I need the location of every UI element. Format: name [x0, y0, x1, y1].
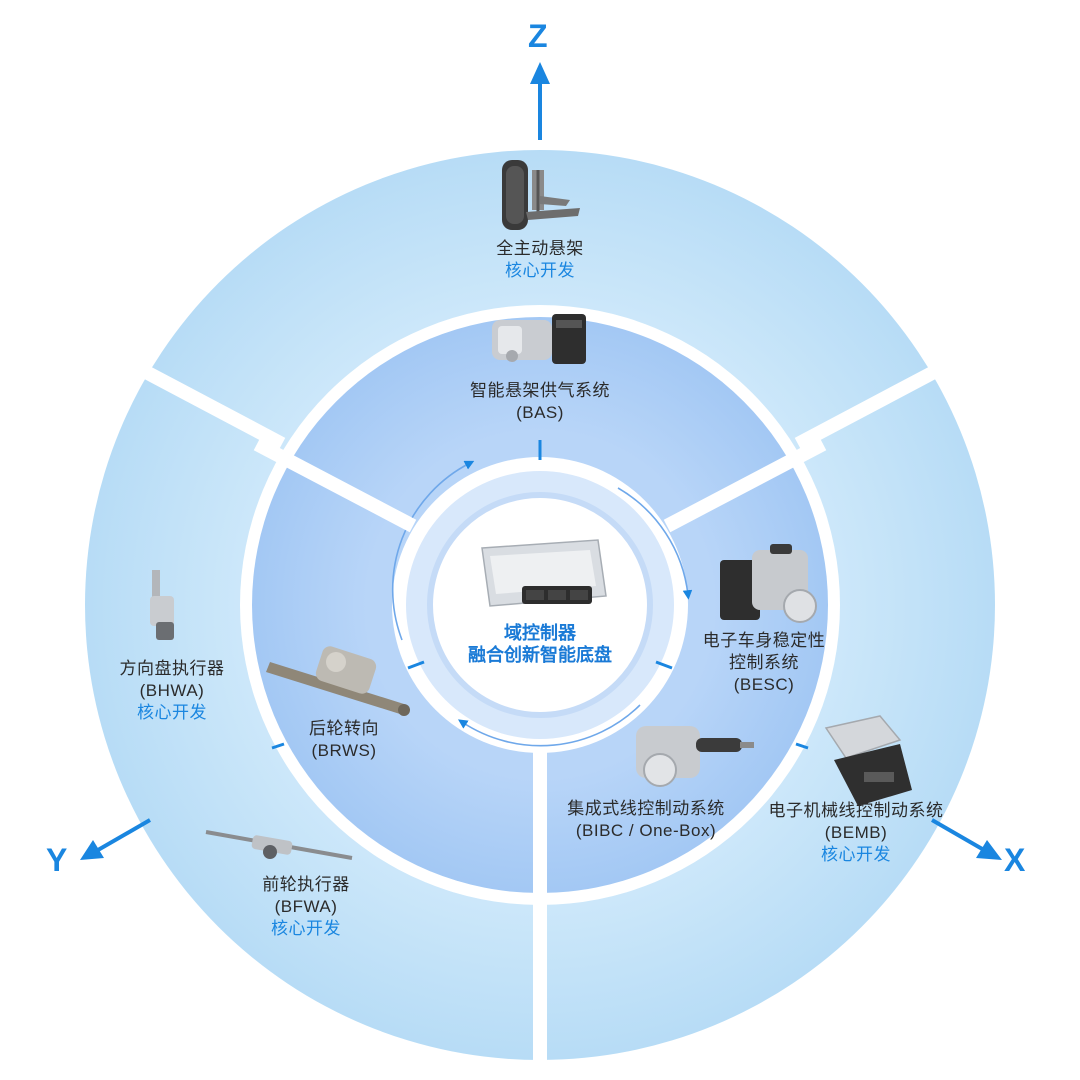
- bhwa-name: 方向盘执行器: [119, 659, 225, 678]
- center-disc: [427, 492, 653, 718]
- bemb-label: 电子机械线控制动系统 (BEMB) 核心开发: [769, 800, 944, 866]
- x-axis-arrow: [976, 840, 1002, 860]
- bibc-label: 集成式线控制动系统 (BIBC / One-Box): [567, 798, 725, 842]
- active-suspension-tag: 核心开发: [505, 261, 575, 280]
- rear-steering-actuator-icon: [266, 646, 410, 716]
- z-axis-label: Z: [528, 18, 548, 54]
- bibc-code: (BIBC / One-Box): [575, 821, 717, 840]
- center-title: 域控制器: [504, 623, 576, 643]
- besc-name-line1: 电子车身稳定性: [702, 631, 826, 650]
- steering-rack-icon: [205, 830, 353, 860]
- domain-controller-label: 域控制器 融合创新智能底盘: [468, 622, 612, 666]
- bfwa-code: (BFWA): [274, 897, 338, 916]
- bas-name: 智能悬架供气系统: [470, 381, 610, 400]
- bibc-name: 集成式线控制动系统: [567, 799, 725, 818]
- cycle-arrow-left: [391, 460, 475, 641]
- cycle-arrow-right: [617, 487, 693, 600]
- x-axis-label: X: [1004, 842, 1026, 878]
- air-supply-unit-icon: [492, 314, 586, 364]
- y-axis-line: [97, 818, 151, 852]
- brws-name: 后轮转向: [309, 719, 379, 738]
- bemb-tag: 核心开发: [821, 845, 891, 864]
- z-axis-arrow: [530, 62, 550, 84]
- bemb-code: (BEMB): [824, 823, 888, 842]
- besc-code: (BESC): [733, 675, 795, 694]
- brake-caliper-icon: [824, 715, 912, 806]
- active-suspension-label: 全主动悬架 核心开发: [496, 238, 584, 282]
- bfwa-name: 前轮执行器: [262, 875, 350, 894]
- outer-dividers: [142, 365, 938, 1062]
- x-axis-line: [931, 818, 985, 852]
- brws-code: (BRWS): [311, 741, 377, 760]
- esc-module-icon: [720, 544, 817, 623]
- bhwa-label: 方向盘执行器 (BHWA) 核心开发: [120, 658, 225, 724]
- active-suspension-name: 全主动悬架: [496, 239, 584, 258]
- bhwa-code: (BHWA): [139, 681, 205, 700]
- center-subtitle: 融合创新智能底盘: [468, 645, 612, 665]
- besc-name-line2: 控制系统: [729, 653, 799, 672]
- suspension-strut-icon: [502, 160, 580, 230]
- cycle-arrow-bottom: [457, 704, 641, 747]
- y-axis-arrow: [80, 840, 104, 860]
- bfwa-label: 前轮执行器 (BFWA) 核心开发: [262, 874, 350, 940]
- brake-booster-icon: [636, 726, 754, 787]
- besc-label: 电子车身稳定性 控制系统 (BESC): [703, 630, 826, 696]
- domain-controller-icon: [481, 539, 607, 607]
- bfwa-tag: 核心开发: [271, 919, 341, 938]
- y-axis-label: Y: [46, 842, 68, 878]
- bemb-name: 电子机械线控制动系统: [768, 801, 944, 820]
- brws-label: 后轮转向 (BRWS): [309, 718, 379, 762]
- bhwa-tag: 核心开发: [137, 703, 207, 722]
- connector-ticks: [271, 440, 809, 750]
- bas-label: 智能悬架供气系统 (BAS): [470, 380, 610, 424]
- middle-dividers: [253, 437, 827, 895]
- bas-code: (BAS): [516, 403, 564, 422]
- steering-column-icon: [150, 570, 174, 640]
